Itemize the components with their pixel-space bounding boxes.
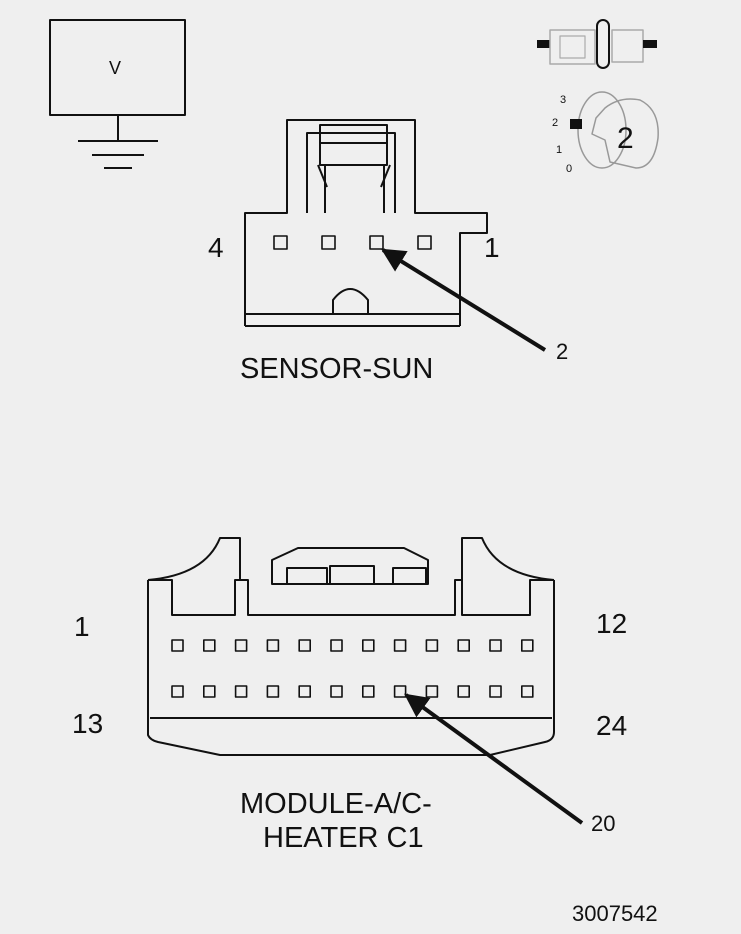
key-position-0: 0 <box>566 163 573 175</box>
sensor-sun-cavity <box>417 235 432 250</box>
module-cavity <box>489 685 502 698</box>
module-cavity <box>234 685 248 698</box>
sensor-sun-callout-pin: 2 <box>556 339 569 364</box>
key-position-2: 2 <box>552 117 559 129</box>
sensor-sun-left-pin: 4 <box>208 232 224 263</box>
module-cavity <box>330 685 343 698</box>
module-cavity <box>520 685 534 698</box>
sensor-sun-cavity <box>369 235 384 250</box>
module-cavity <box>393 685 407 698</box>
module-cavity <box>520 639 534 652</box>
module-cavity <box>203 639 216 652</box>
sensor-sun-cavities <box>273 235 432 250</box>
ignition-key-icon <box>570 91 659 169</box>
sensor-sun-cavity <box>273 235 288 250</box>
sensor-sun-right-pin: 1 <box>484 232 500 263</box>
module-cavity <box>203 685 216 698</box>
module-top-right-pin: 12 <box>596 608 628 639</box>
module-bottom-left-pin: 13 <box>72 708 104 739</box>
sensor-sun-title: SENSOR-SUN <box>240 353 434 385</box>
module-callout-arrow <box>404 693 584 825</box>
sensor-sun-connector <box>244 119 488 327</box>
module-title-line2: HEATER C1 <box>263 822 424 854</box>
module-cavity <box>171 639 184 652</box>
module-cavity <box>298 639 312 652</box>
module-cavity <box>425 685 439 698</box>
key-selected-position: 2 <box>617 122 634 155</box>
module-bottom-right-pin: 24 <box>596 710 628 741</box>
voltmeter-icon <box>49 19 186 169</box>
module-cavity <box>457 685 471 698</box>
module-cavity <box>457 639 471 652</box>
meter-symbol: V <box>109 58 122 78</box>
module-cavity <box>361 685 375 698</box>
module-cavity <box>425 639 439 652</box>
module-cavity <box>266 685 280 698</box>
module-cavity <box>361 639 375 652</box>
figure-id: 3007542 <box>572 901 658 926</box>
key-position-1: 1 <box>556 144 563 156</box>
module-callout-pin: 20 <box>591 811 616 836</box>
module-cavity <box>171 685 184 698</box>
module-title-line1: MODULE-A/C- <box>240 788 432 820</box>
module-cavities <box>171 639 534 698</box>
module-cavity <box>298 685 312 698</box>
module-cavity <box>330 639 343 652</box>
module-cavity <box>489 639 502 652</box>
sensor-sun-cavity <box>321 235 336 250</box>
module-cavity <box>234 639 248 652</box>
module-cavity <box>393 639 407 652</box>
module-ac-heater-connector <box>147 537 555 756</box>
sensor-sun-callout-arrow <box>380 248 547 352</box>
module-cavity <box>266 639 280 652</box>
key-position-3: 3 <box>560 94 567 106</box>
probe-icon <box>537 19 657 69</box>
module-top-left-pin: 1 <box>74 611 90 642</box>
